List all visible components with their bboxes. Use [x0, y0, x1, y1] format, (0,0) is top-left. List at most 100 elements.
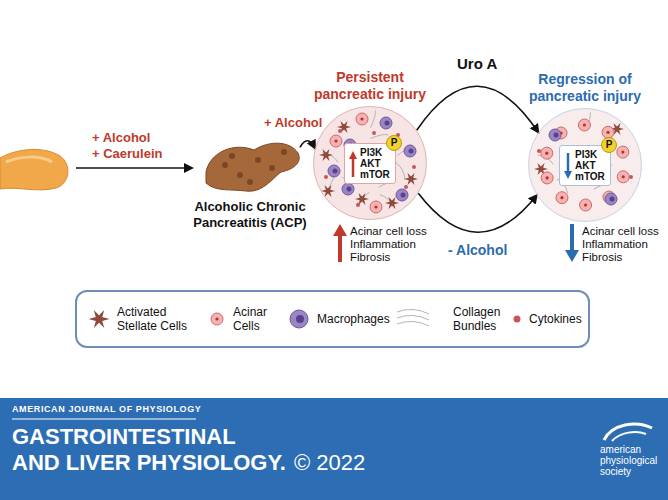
legend-text: Collagen Bundles — [453, 305, 517, 333]
collagen-bundle — [397, 315, 429, 320]
acinar-cell — [541, 147, 553, 159]
macrophage — [328, 165, 340, 177]
macrophage — [380, 117, 392, 129]
stellate-cell — [321, 185, 335, 197]
society-logo — [604, 424, 652, 441]
acinar-nucleus — [546, 176, 549, 179]
cytokine — [537, 149, 541, 153]
acinar-nucleus — [622, 175, 625, 178]
decrease-arrow — [570, 224, 574, 252]
pathway-arrow — [564, 153, 572, 179]
acinar-nucleus — [606, 131, 609, 134]
edge-label: - Alcohol — [446, 242, 509, 258]
decrease-arrow — [565, 250, 579, 262]
acinar-nucleus — [334, 139, 337, 142]
logo-swoosh — [612, 432, 646, 441]
annotation: Acinar cell loss Inflammation Fibrosis — [350, 225, 434, 264]
phospho-badge: P — [601, 137, 617, 153]
macrophage — [290, 310, 308, 328]
node-heading: Regression of pancreatic injury — [519, 71, 651, 105]
phospho-text: P — [387, 136, 401, 150]
phospho-badge: P — [386, 135, 402, 151]
cytokine — [372, 131, 376, 135]
collagen-bundle — [370, 134, 388, 138]
acinar-cell — [578, 119, 590, 131]
annotation: + Alcohol — [92, 130, 150, 145]
acinar-nucleus — [583, 123, 586, 126]
macrophage-nucleus — [610, 197, 615, 202]
connector — [418, 193, 536, 232]
legend-box: Activated Stellate CellsAcinar CellsMacr… — [75, 290, 590, 348]
acinar-cell — [580, 199, 592, 211]
edge-label: + Alcohol — [262, 115, 324, 130]
acinar-cell — [330, 135, 342, 147]
diseased-pancreas — [206, 143, 299, 191]
collagen-bundle — [371, 110, 376, 127]
acinar-cell — [356, 113, 368, 125]
edge-label: Uro A — [455, 55, 499, 72]
pathway-text: PI3K AKT mTOR — [360, 147, 390, 180]
annotation: GASTROINTESTINAL — [12, 424, 236, 449]
macrophage — [342, 183, 354, 195]
lesion-spot — [229, 153, 235, 159]
macrophage — [549, 129, 561, 141]
lesion-spot — [281, 149, 287, 155]
macrophage-nucleus — [554, 133, 559, 138]
acinar-nucleus — [360, 117, 363, 120]
phospho-text: P — [602, 138, 616, 152]
legend-text: Acinar Cells — [233, 305, 281, 333]
lesion-spot — [269, 165, 275, 171]
stellate-cell — [337, 121, 351, 133]
organ-node: Alcoholic Chronic Pancreatitis (ACP) — [200, 138, 300, 193]
pancreas-highlight — [6, 157, 52, 162]
acinar-cell — [211, 313, 223, 325]
cytokine — [338, 129, 342, 133]
acinar-nucleus — [215, 317, 218, 320]
legend-text: Cytokines — [529, 312, 589, 326]
acinar-cell — [370, 201, 382, 213]
pathway-arrow — [349, 151, 357, 177]
acinar-cell — [556, 192, 568, 204]
pathway-arrow — [349, 151, 357, 159]
stellate-cell — [404, 173, 418, 185]
cytokine — [514, 316, 521, 323]
footer-rule — [12, 419, 196, 420]
cytokine — [629, 175, 633, 179]
annotation: © 2022 — [294, 450, 365, 475]
macrophage-nucleus — [409, 149, 414, 154]
arrow — [76, 167, 192, 169]
legend-text: Activated Stellate Cells — [117, 305, 197, 333]
macrophage-nucleus — [401, 193, 406, 198]
pathway-arrow — [564, 171, 572, 179]
acinar-nucleus — [374, 205, 377, 208]
cytokine — [324, 175, 328, 179]
acinar-cell — [617, 171, 629, 183]
pathway-arrow — [352, 158, 355, 177]
acinar-nucleus — [545, 152, 548, 155]
acinar-nucleus — [621, 151, 624, 154]
connector — [417, 86, 539, 132]
tissue-circle: Persistent pancreatic injuryPI3K AKT mTO… — [313, 106, 427, 220]
lesion-spot — [255, 157, 261, 163]
annotation: AND LIVER PHYSIOLOGY. — [12, 450, 286, 475]
logo-swoosh — [604, 424, 652, 440]
annotation: Acinar cell loss Inflammation Fibrosis — [582, 225, 666, 264]
macrophage — [605, 193, 617, 205]
macrophage-nucleus — [385, 121, 390, 126]
stellate-cell — [319, 149, 333, 161]
acinar-cell — [617, 146, 629, 158]
tissue-disk — [313, 106, 427, 220]
macrophage-nucleus — [347, 187, 352, 192]
collagen-bundle — [397, 321, 429, 326]
node-heading: Alcoholic Chronic Pancreatitis (ACP) — [186, 199, 314, 231]
acinar-cell — [541, 172, 553, 184]
tissue — [313, 106, 427, 220]
lesion-spot — [237, 172, 243, 178]
collagen-bundle — [397, 164, 405, 180]
macrophage — [404, 145, 416, 157]
connector — [300, 141, 315, 148]
increase-arrow — [338, 234, 342, 262]
tissue-disk — [528, 108, 642, 222]
collagen-bundle — [397, 309, 429, 314]
